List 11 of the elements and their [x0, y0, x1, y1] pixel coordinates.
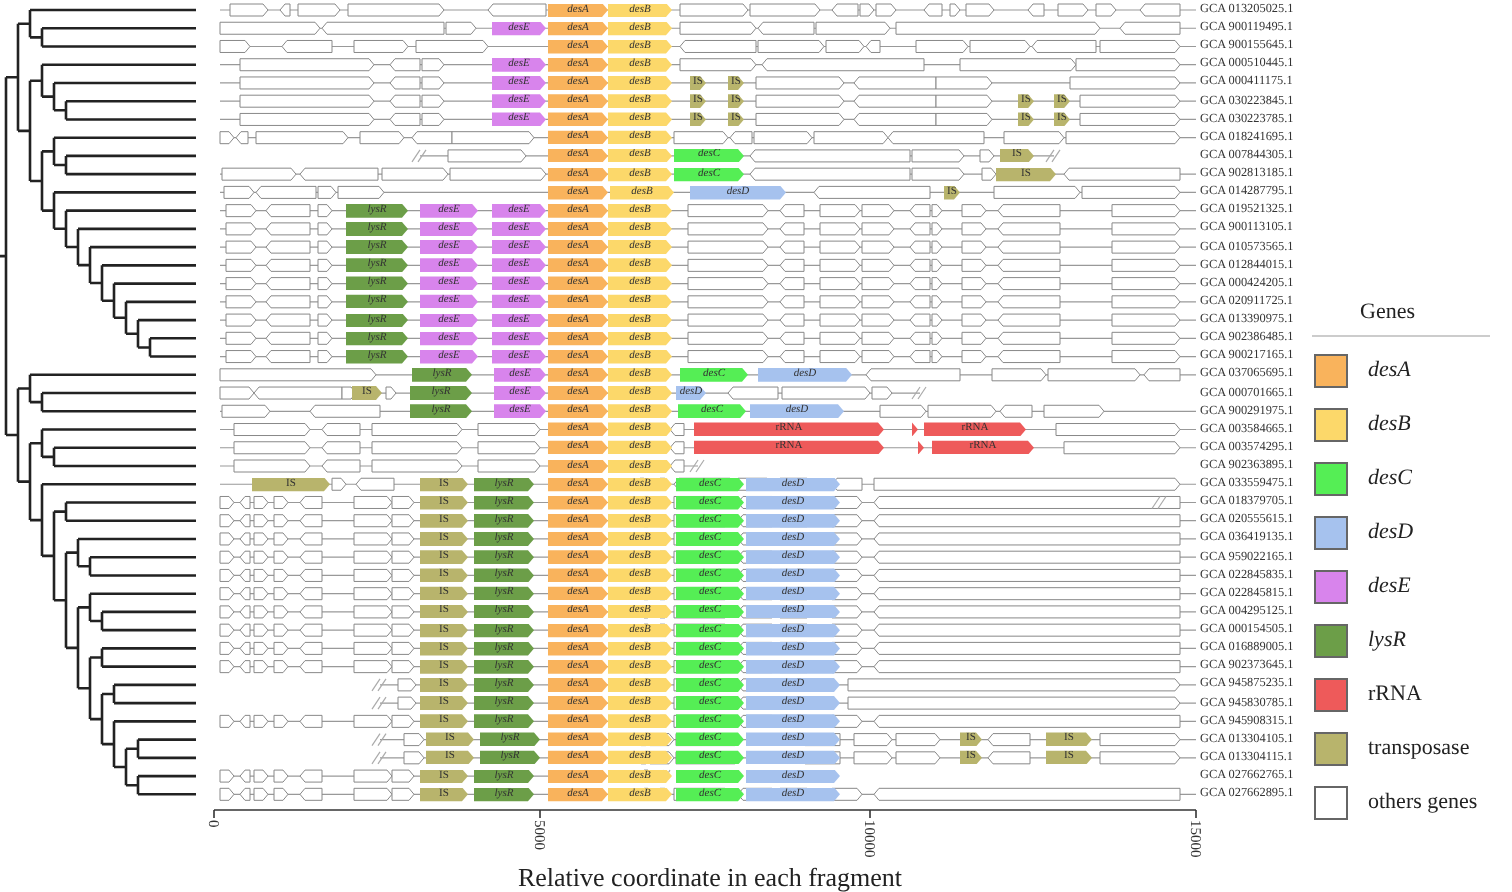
legend-label: lysR	[1368, 626, 1406, 656]
legend-label: desE	[1368, 572, 1411, 602]
legend-title: Genes	[1360, 300, 1415, 324]
legend-label: desD	[1368, 518, 1414, 548]
legend-label: desA	[1368, 356, 1411, 386]
legend-label: others genes	[1368, 788, 1478, 818]
legend-label: desB	[1368, 410, 1411, 440]
legend-label: desC	[1368, 464, 1412, 494]
axis-title: Relative coordinate in each fragment	[515, 862, 905, 892]
legend-label: transposase	[1368, 734, 1470, 764]
legend-label: rRNA	[1368, 680, 1422, 710]
